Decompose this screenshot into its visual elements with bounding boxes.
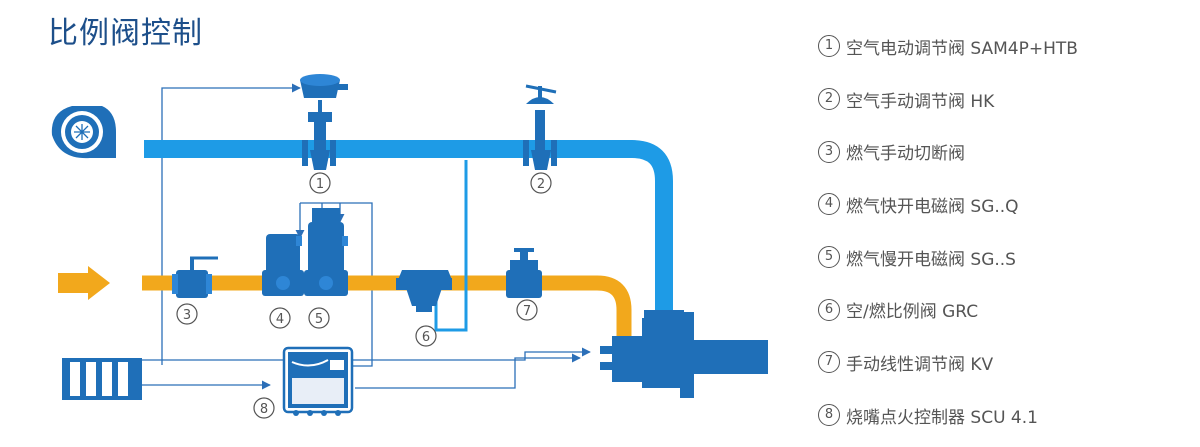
legend-number: 5 xyxy=(818,246,840,269)
svg-text:2: 2 xyxy=(537,177,545,192)
ratio-valve xyxy=(396,160,468,332)
legend-number: 8 xyxy=(818,404,840,427)
gas-pipe xyxy=(58,266,632,338)
legend-item: 8 烧嘴点火控制器 SCU 4.1 xyxy=(818,389,1188,442)
legend-label: 燃气手动切断阀 xyxy=(846,144,965,165)
legend-label: 空气电动调节阀 SAM4P+HTB xyxy=(846,38,1078,59)
callout-3 xyxy=(176,303,198,325)
legend-number: 2 xyxy=(818,88,840,111)
solenoid-valve-slow xyxy=(304,208,348,296)
legend-label: 燃气慢开电磁阀 SG..S xyxy=(846,249,1016,270)
callout-6 xyxy=(415,325,437,347)
legend-item: 6 空/燃比例阀 GRC xyxy=(818,283,1188,336)
gas-ball-valve xyxy=(172,256,218,298)
svg-text:7: 7 xyxy=(523,304,531,319)
legend-item: 3 燃气手动切断阀 xyxy=(818,125,1188,178)
legend-label: 手动线性调节阀 KV xyxy=(846,354,994,375)
burner xyxy=(600,312,768,398)
legend-number: 4 xyxy=(818,193,840,216)
callout-labels: 1 2 3 4 5 6 7 8 xyxy=(183,177,545,417)
svg-text:5: 5 xyxy=(315,312,323,327)
page-title: 比例阀控制 xyxy=(48,16,203,51)
linear-adjust-valve xyxy=(506,248,542,298)
svg-text:3: 3 xyxy=(183,308,191,323)
air-manual-valve xyxy=(523,84,557,170)
solenoid-valve-quick xyxy=(262,234,304,296)
svg-text:4: 4 xyxy=(276,312,284,327)
callout-7 xyxy=(516,299,538,321)
legend-item: 1 空气电动调节阀 SAM4P+HTB xyxy=(818,20,1188,73)
gas-inlet-arrow-icon xyxy=(58,266,110,300)
legend-label: 烧嘴点火控制器 SCU 4.1 xyxy=(846,407,1038,428)
callout-8 xyxy=(253,397,275,419)
callout-2 xyxy=(530,172,552,194)
legend-number: 1 xyxy=(818,35,840,58)
svg-text:6: 6 xyxy=(422,330,430,345)
air-motor-valve xyxy=(300,74,348,170)
legend-item: 2 空气手动调节阀 HK xyxy=(818,73,1188,126)
signal-lines xyxy=(142,83,591,390)
legend-label: 空/燃比例阀 GRC xyxy=(846,302,979,323)
callout-5 xyxy=(308,307,330,329)
legend-number: 6 xyxy=(818,298,840,321)
svg-text:8: 8 xyxy=(260,402,268,417)
process-diagram: 1 2 3 4 5 6 7 8 xyxy=(51,74,768,419)
legend-item: 7 手动线性调节阀 KV xyxy=(818,336,1188,389)
callout-1 xyxy=(309,172,331,194)
air-fan xyxy=(51,106,117,159)
control-cabinet xyxy=(62,358,142,400)
callouts xyxy=(176,172,552,419)
legend-label: 燃气快开电磁阀 SG..Q xyxy=(846,196,1019,217)
legend-item: 4 燃气快开电磁阀 SG..Q xyxy=(818,178,1188,231)
legend-number: 3 xyxy=(818,140,840,163)
legend-number: 7 xyxy=(818,351,840,374)
legend-label: 空气手动调节阀 HK xyxy=(846,91,995,112)
svg-text:1: 1 xyxy=(316,177,324,192)
burner-controller xyxy=(282,346,354,416)
callout-4 xyxy=(269,307,291,329)
legend-item: 5 燃气慢开电磁阀 SG..S xyxy=(818,231,1188,284)
